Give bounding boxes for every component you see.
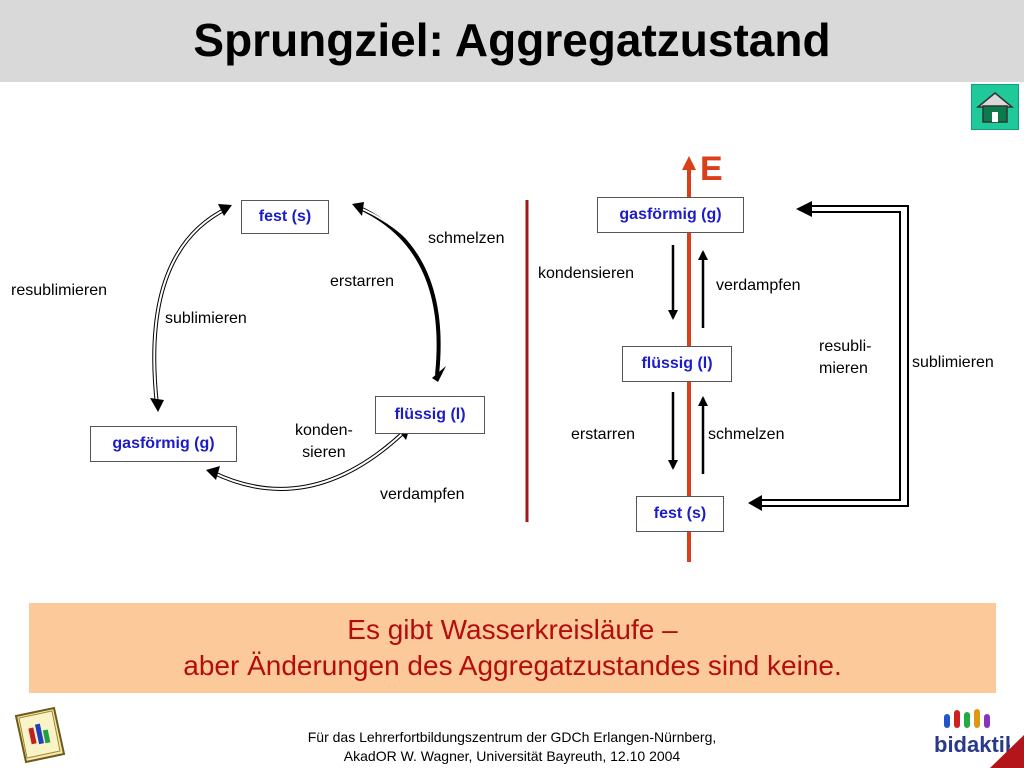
page-corner-decoration: [990, 735, 1024, 768]
label-erstarren-right: erstarren: [571, 426, 636, 443]
bidaktik-logo: bidaktik: [934, 709, 1010, 757]
conclusion-line-1: Es gibt Wasserkreisläufe –: [347, 614, 678, 645]
conclusion-line-2: aber Änderungen des Aggregatzustandes si…: [183, 650, 842, 681]
conclusion-banner: Es gibt Wasserkreisläufe – aber Änderung…: [29, 603, 996, 693]
phase-diagram: [150, 156, 909, 562]
left-state-solid: fest (s): [241, 200, 329, 234]
label-kondensieren-right: kondensieren: [538, 265, 635, 282]
footer-line-1: Für das Lehrerfortbildungszentrum der GD…: [307, 729, 717, 745]
label-kondensieren-left: konden- sieren: [295, 422, 353, 461]
label-schmelzen-left: schmelzen: [428, 230, 505, 247]
right-state-gas: gasförmig (g): [597, 197, 744, 233]
left-state-gas: gasförmig (g): [90, 426, 237, 462]
page-title: Sprungziel: Aggregatzustand: [193, 14, 831, 66]
label-erstarren-left: erstarren: [330, 273, 395, 290]
right-state-solid: fest (s): [636, 496, 724, 532]
label-resublimieren-right: resubli- mieren: [819, 338, 872, 377]
energy-label: E: [700, 150, 723, 188]
right-state-liquid: flüssig (l): [622, 346, 732, 382]
home-button[interactable]: [971, 84, 1019, 130]
label-sublimieren-right: sublimieren: [912, 354, 994, 371]
footer-line-2: AkadOR W. Wagner, Universität Bayreuth, …: [343, 748, 681, 764]
arrow-sublimation: [152, 206, 229, 406]
arrow-condense-evaporate: [211, 430, 406, 491]
label-verdampfen-right: verdampfen: [716, 277, 801, 294]
left-state-liquid: flüssig (l): [375, 396, 485, 434]
svg-text:bidaktik: bidaktik: [934, 732, 1010, 757]
label-sublimieren-left: sublimieren: [165, 310, 247, 327]
bracket-arrows: [755, 205, 909, 507]
document-chart-icon[interactable]: [10, 706, 70, 764]
footer: Für das Lehrerfortbildungszentrum der GD…: [180, 728, 844, 766]
label-verdampfen-left: verdampfen: [380, 486, 465, 503]
home-icon: [975, 92, 1015, 123]
arrow-melt-freeze: [349, 203, 448, 376]
label-resublimieren-left: resublimieren: [11, 282, 108, 299]
label-schmelzen-right: schmelzen: [708, 426, 785, 443]
title-bar: [0, 0, 1024, 82]
